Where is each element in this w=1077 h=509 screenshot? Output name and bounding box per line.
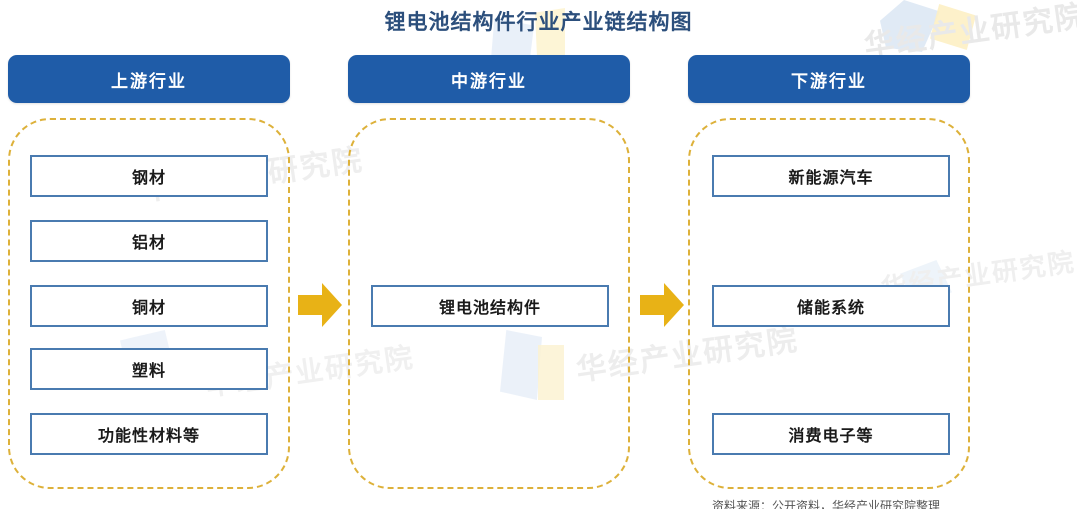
node-energy-storage-system: 储能系统 [712, 285, 950, 327]
column-header-midstream: 中游行业 [348, 55, 630, 103]
group-container-downstream [688, 118, 970, 489]
column-header-downstream: 下游行业 [688, 55, 970, 103]
group-container-upstream [8, 118, 290, 489]
node-consumer-electronics: 消费电子等 [712, 413, 950, 455]
node-copper: 铜材 [30, 285, 268, 327]
node-plastic: 塑料 [30, 348, 268, 390]
node-steel: 钢材 [30, 155, 268, 197]
page-title: 锂电池结构件行业产业链结构图 [384, 11, 693, 34]
arrow-right-icon [298, 281, 342, 329]
group-container-midstream [348, 118, 630, 489]
source-note: 资料来源：公开资料，华经产业研究院整理 [712, 499, 941, 509]
column-header-upstream: 上游行业 [8, 55, 290, 103]
node-aluminum: 铝材 [30, 220, 268, 262]
node-lithium-battery-structural-parts: 锂电池结构件 [371, 285, 609, 327]
node-new-energy-vehicle: 新能源汽车 [712, 155, 950, 197]
node-functional-material: 功能性材料等 [30, 413, 268, 455]
arrow-right-icon [640, 281, 684, 329]
